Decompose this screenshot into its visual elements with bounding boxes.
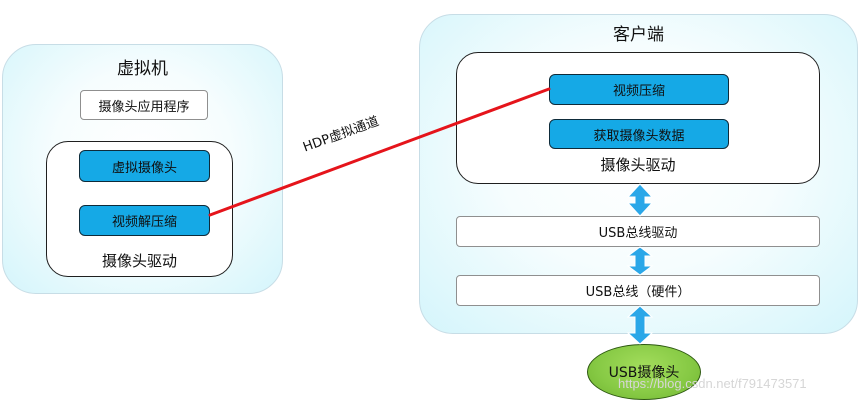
- vm-title: 虚拟机: [117, 59, 168, 79]
- video-compress-box: 视频压缩: [549, 74, 729, 105]
- video-decompress-box: 视频解压缩: [79, 205, 210, 236]
- usb-bus-hardware-box: USB总线（硬件）: [456, 275, 820, 306]
- virtual-camera-box: 虚拟摄像头: [79, 150, 210, 182]
- vm-driver-label: 摄像头驱动: [101, 252, 177, 270]
- watermark: https://blog.csdn.net/f791473571: [618, 376, 807, 391]
- client-driver-label: 摄像头驱动: [600, 156, 676, 174]
- get-camera-data-box: 获取摄像头数据: [549, 119, 729, 149]
- camera-app-box: 摄像头应用程序: [80, 90, 208, 120]
- hdp-channel-label: HDP虚拟通道: [301, 114, 382, 156]
- usb-camera-ellipse: USB摄像头: [587, 344, 701, 400]
- client-title: 客户端: [613, 25, 664, 45]
- usb-bus-driver-box: USB总线驱动: [456, 216, 820, 247]
